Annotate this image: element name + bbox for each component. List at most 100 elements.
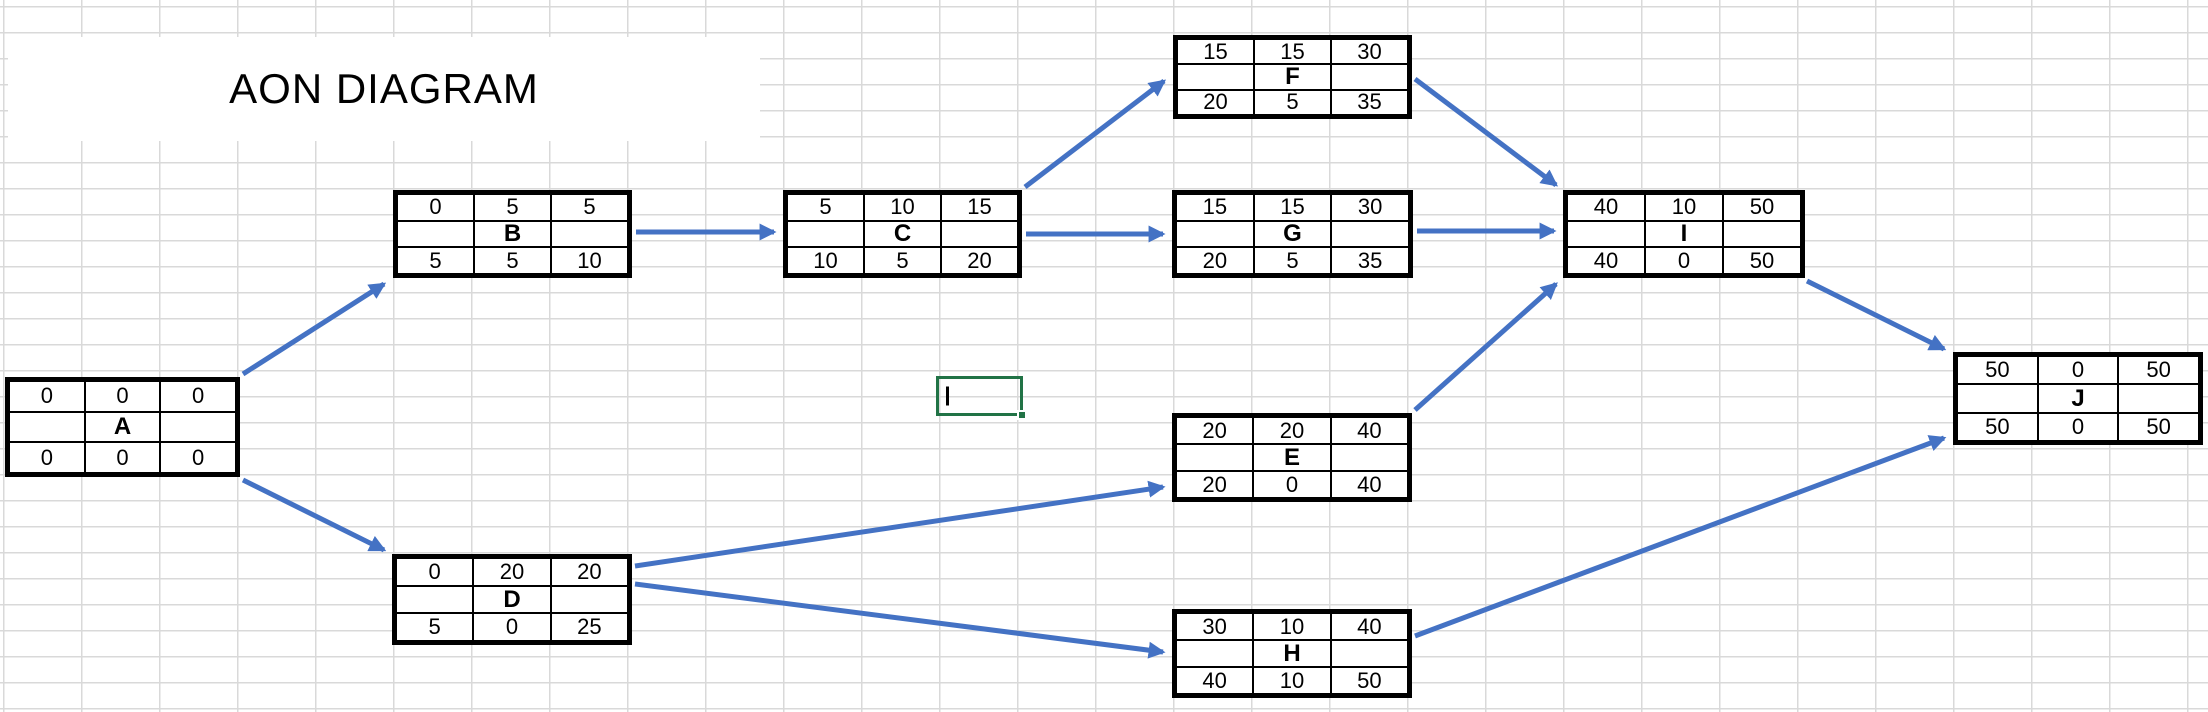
node-G-label[interactable]: G	[1253, 220, 1332, 248]
node-I-cell-r2c2[interactable]: 50	[1723, 247, 1801, 274]
node-H-cell-r0c2[interactable]: 40	[1330, 613, 1408, 640]
node-F-cell-r2c0[interactable]: 20	[1177, 89, 1254, 115]
node-C-label[interactable]: C	[864, 220, 941, 248]
node-F-cell-r0c1[interactable]: 15	[1254, 39, 1331, 65]
node-C-cell-r2c1[interactable]: 5	[864, 247, 941, 274]
node-J-cell-r0c0[interactable]: 50	[1957, 356, 2038, 385]
node-C-cell-r1c2[interactable]	[941, 220, 1018, 248]
node-D-cell-r2c1[interactable]: 0	[473, 613, 551, 641]
node-G-cell-r1c2[interactable]	[1331, 220, 1409, 248]
node-F-cell-r1c2[interactable]	[1331, 64, 1408, 90]
node-A-cell-r0c2[interactable]: 0	[160, 381, 236, 412]
node-F-cell-r2c2[interactable]: 35	[1331, 89, 1408, 115]
node-A-cell-r1c0[interactable]	[9, 411, 85, 443]
node-I-label[interactable]: I	[1645, 220, 1723, 248]
node-G-cell-r2c1[interactable]: 5	[1253, 247, 1332, 274]
node-B-cell-r0c0[interactable]: 0	[397, 194, 474, 221]
node-A-cell-r2c1[interactable]: 0	[84, 442, 161, 473]
node-F-cell-r2c1[interactable]: 5	[1254, 89, 1331, 115]
node-J-label[interactable]: J	[2037, 384, 2119, 413]
node-I-cell-r2c0[interactable]: 40	[1567, 247, 1645, 274]
node-A-cell-r0c0[interactable]: 0	[9, 381, 85, 412]
node-B-cell-r1c0[interactable]	[397, 220, 474, 248]
node-B-cell-r0c1[interactable]: 5	[474, 194, 551, 221]
node-A-cell-r2c2[interactable]: 0	[160, 442, 236, 473]
node-J-cell-r2c0[interactable]: 50	[1957, 412, 2038, 441]
node-I-cell-r0c1[interactable]: 10	[1645, 194, 1723, 221]
node-E-cell-r2c2[interactable]: 40	[1330, 471, 1408, 498]
node-J-cell-r0c1[interactable]: 0	[2037, 356, 2119, 385]
node-J-cell-r1c0[interactable]	[1957, 384, 2038, 413]
node-D-cell-r2c2[interactable]: 25	[550, 613, 628, 641]
node-D-label[interactable]: D	[473, 585, 551, 614]
node-H-cell-r1c2[interactable]	[1330, 640, 1408, 667]
node-I-cell-r2c1[interactable]: 0	[1645, 247, 1723, 274]
node-J-cell-r0c2[interactable]: 50	[2118, 356, 2199, 385]
node-D-cell-r1c0[interactable]	[396, 585, 474, 614]
node-H-cell-r0c1[interactable]: 10	[1253, 613, 1331, 640]
node-H-cell-r2c1[interactable]: 10	[1253, 667, 1331, 694]
node-H-cell-r1c0[interactable]	[1176, 640, 1254, 667]
node-E-cell-r0c1[interactable]: 20	[1253, 417, 1331, 444]
node-G-cell-r1c0[interactable]	[1176, 220, 1254, 248]
node-C-cell-r2c0[interactable]: 10	[787, 247, 864, 274]
node-E-label[interactable]: E	[1253, 444, 1331, 471]
node-G-cell-r0c1[interactable]: 15	[1253, 194, 1332, 221]
node-G-cell-r0c0[interactable]: 15	[1176, 194, 1254, 221]
node-J-cell-r2c2[interactable]: 50	[2118, 412, 2199, 441]
node-A-cell-r1c2[interactable]	[160, 411, 236, 443]
node-B-cell-r1c2[interactable]	[551, 220, 628, 248]
node-B-cell-r2c0[interactable]: 5	[397, 247, 474, 274]
node-C-cell-r0c0[interactable]: 5	[787, 194, 864, 221]
node-F-label[interactable]: F	[1254, 64, 1331, 90]
node-C-cell-r1c0[interactable]	[787, 220, 864, 248]
node-F-cell-r0c0[interactable]: 15	[1177, 39, 1254, 65]
node-B-label[interactable]: B	[474, 220, 551, 248]
node-A-label[interactable]: A	[84, 411, 161, 443]
node-E-cell-r2c1[interactable]: 0	[1253, 471, 1331, 498]
node-D-cell-r0c2[interactable]: 20	[550, 558, 628, 586]
node-E-cell-r2c0[interactable]: 20	[1176, 471, 1254, 498]
node-B-cell-r2c1[interactable]: 5	[474, 247, 551, 274]
node-C-cell-r0c2[interactable]: 15	[941, 194, 1018, 221]
node-E-cell-r0c2[interactable]: 40	[1330, 417, 1408, 444]
node-I-cell-r1c0[interactable]	[1567, 220, 1645, 248]
node-D-cell-r0c0[interactable]: 0	[396, 558, 474, 586]
node-I-cell-r1c2[interactable]	[1723, 220, 1801, 248]
node-B-cell-r2c2[interactable]: 10	[551, 247, 628, 274]
node-I-cell-r0c2[interactable]: 50	[1723, 194, 1801, 221]
node-D-cell-r1c2[interactable]	[550, 585, 628, 614]
node-E-cell-r1c0[interactable]	[1176, 444, 1254, 471]
node-H-label[interactable]: H	[1253, 640, 1331, 667]
node-G-cell-r2c2[interactable]: 35	[1331, 247, 1409, 274]
node-E-cell-r1c2[interactable]	[1330, 444, 1408, 471]
node-G-cell-r2c0[interactable]: 20	[1176, 247, 1254, 274]
node-F-cell-r1c0[interactable]	[1177, 64, 1254, 90]
active-cell-selection[interactable]	[936, 376, 1027, 420]
node-D-cell-r2c0[interactable]: 5	[396, 613, 474, 641]
node-C-cell-r2c2[interactable]: 20	[941, 247, 1018, 274]
node-H-cell-r0c0[interactable]: 30	[1176, 613, 1254, 640]
node-D-cell-r0c1[interactable]: 20	[473, 558, 551, 586]
node-I-cell-r0c0[interactable]: 40	[1567, 194, 1645, 221]
node-J-cell-r2c1[interactable]: 0	[2037, 412, 2119, 441]
node-H-cell-r2c0[interactable]: 40	[1176, 667, 1254, 694]
node-F-cell-r0c2[interactable]: 30	[1331, 39, 1408, 65]
node-A-cell-r0c1[interactable]: 0	[84, 381, 161, 412]
node-C-cell-r0c1[interactable]: 10	[864, 194, 941, 221]
node-H-cell-r2c2[interactable]: 50	[1330, 667, 1408, 694]
node-B-cell-r0c2[interactable]: 5	[551, 194, 628, 221]
fill-handle[interactable]	[1017, 410, 1027, 420]
node-A-cell-r2c0[interactable]: 0	[9, 442, 85, 473]
node-E-cell-r0c0[interactable]: 20	[1176, 417, 1254, 444]
node-G-cell-r0c2[interactable]: 30	[1331, 194, 1409, 221]
